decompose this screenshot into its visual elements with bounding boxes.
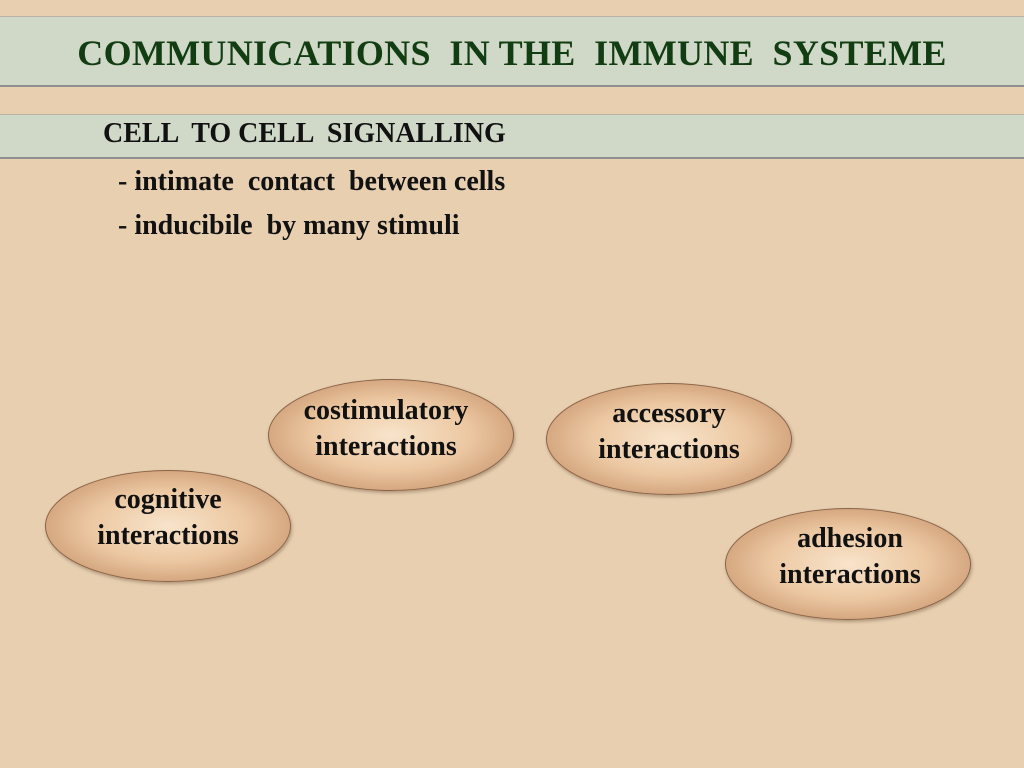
subtitle-band	[0, 114, 1024, 159]
oval-label-line: interactions	[779, 559, 921, 590]
cognitive-interactions-label: cognitive interactions	[45, 482, 291, 554]
section-heading: CELL TO CELL SIGNALLING	[103, 118, 506, 149]
oval-label-line: accessory	[612, 398, 726, 429]
accessory-interactions-oval	[546, 383, 792, 495]
oval-label-line: interactions	[598, 434, 740, 465]
bullet-item: - inducibile by many stimuli	[118, 210, 460, 241]
adhesion-interactions-label: adhesion interactions	[727, 521, 973, 593]
adhesion-interactions-oval	[725, 508, 971, 620]
bullet-item: - intimate contact between cells	[118, 166, 506, 197]
oval-label-line: adhesion	[797, 523, 903, 554]
accessory-interactions-label: accessory interactions	[544, 396, 794, 468]
oval-label-line: interactions	[315, 431, 457, 462]
cognitive-interactions-oval	[45, 470, 291, 582]
costimulatory-interactions-label: costimulatory interactions	[268, 393, 504, 465]
oval-label-line: cognitive	[114, 484, 222, 515]
costimulatory-interactions-oval	[268, 379, 514, 491]
slide-title: COMMUNICATIONS IN THE IMMUNE SYSTEME	[77, 33, 947, 73]
oval-label-line: costimulatory	[303, 395, 469, 426]
oval-label-line: interactions	[97, 520, 239, 551]
title-band	[0, 16, 1024, 87]
